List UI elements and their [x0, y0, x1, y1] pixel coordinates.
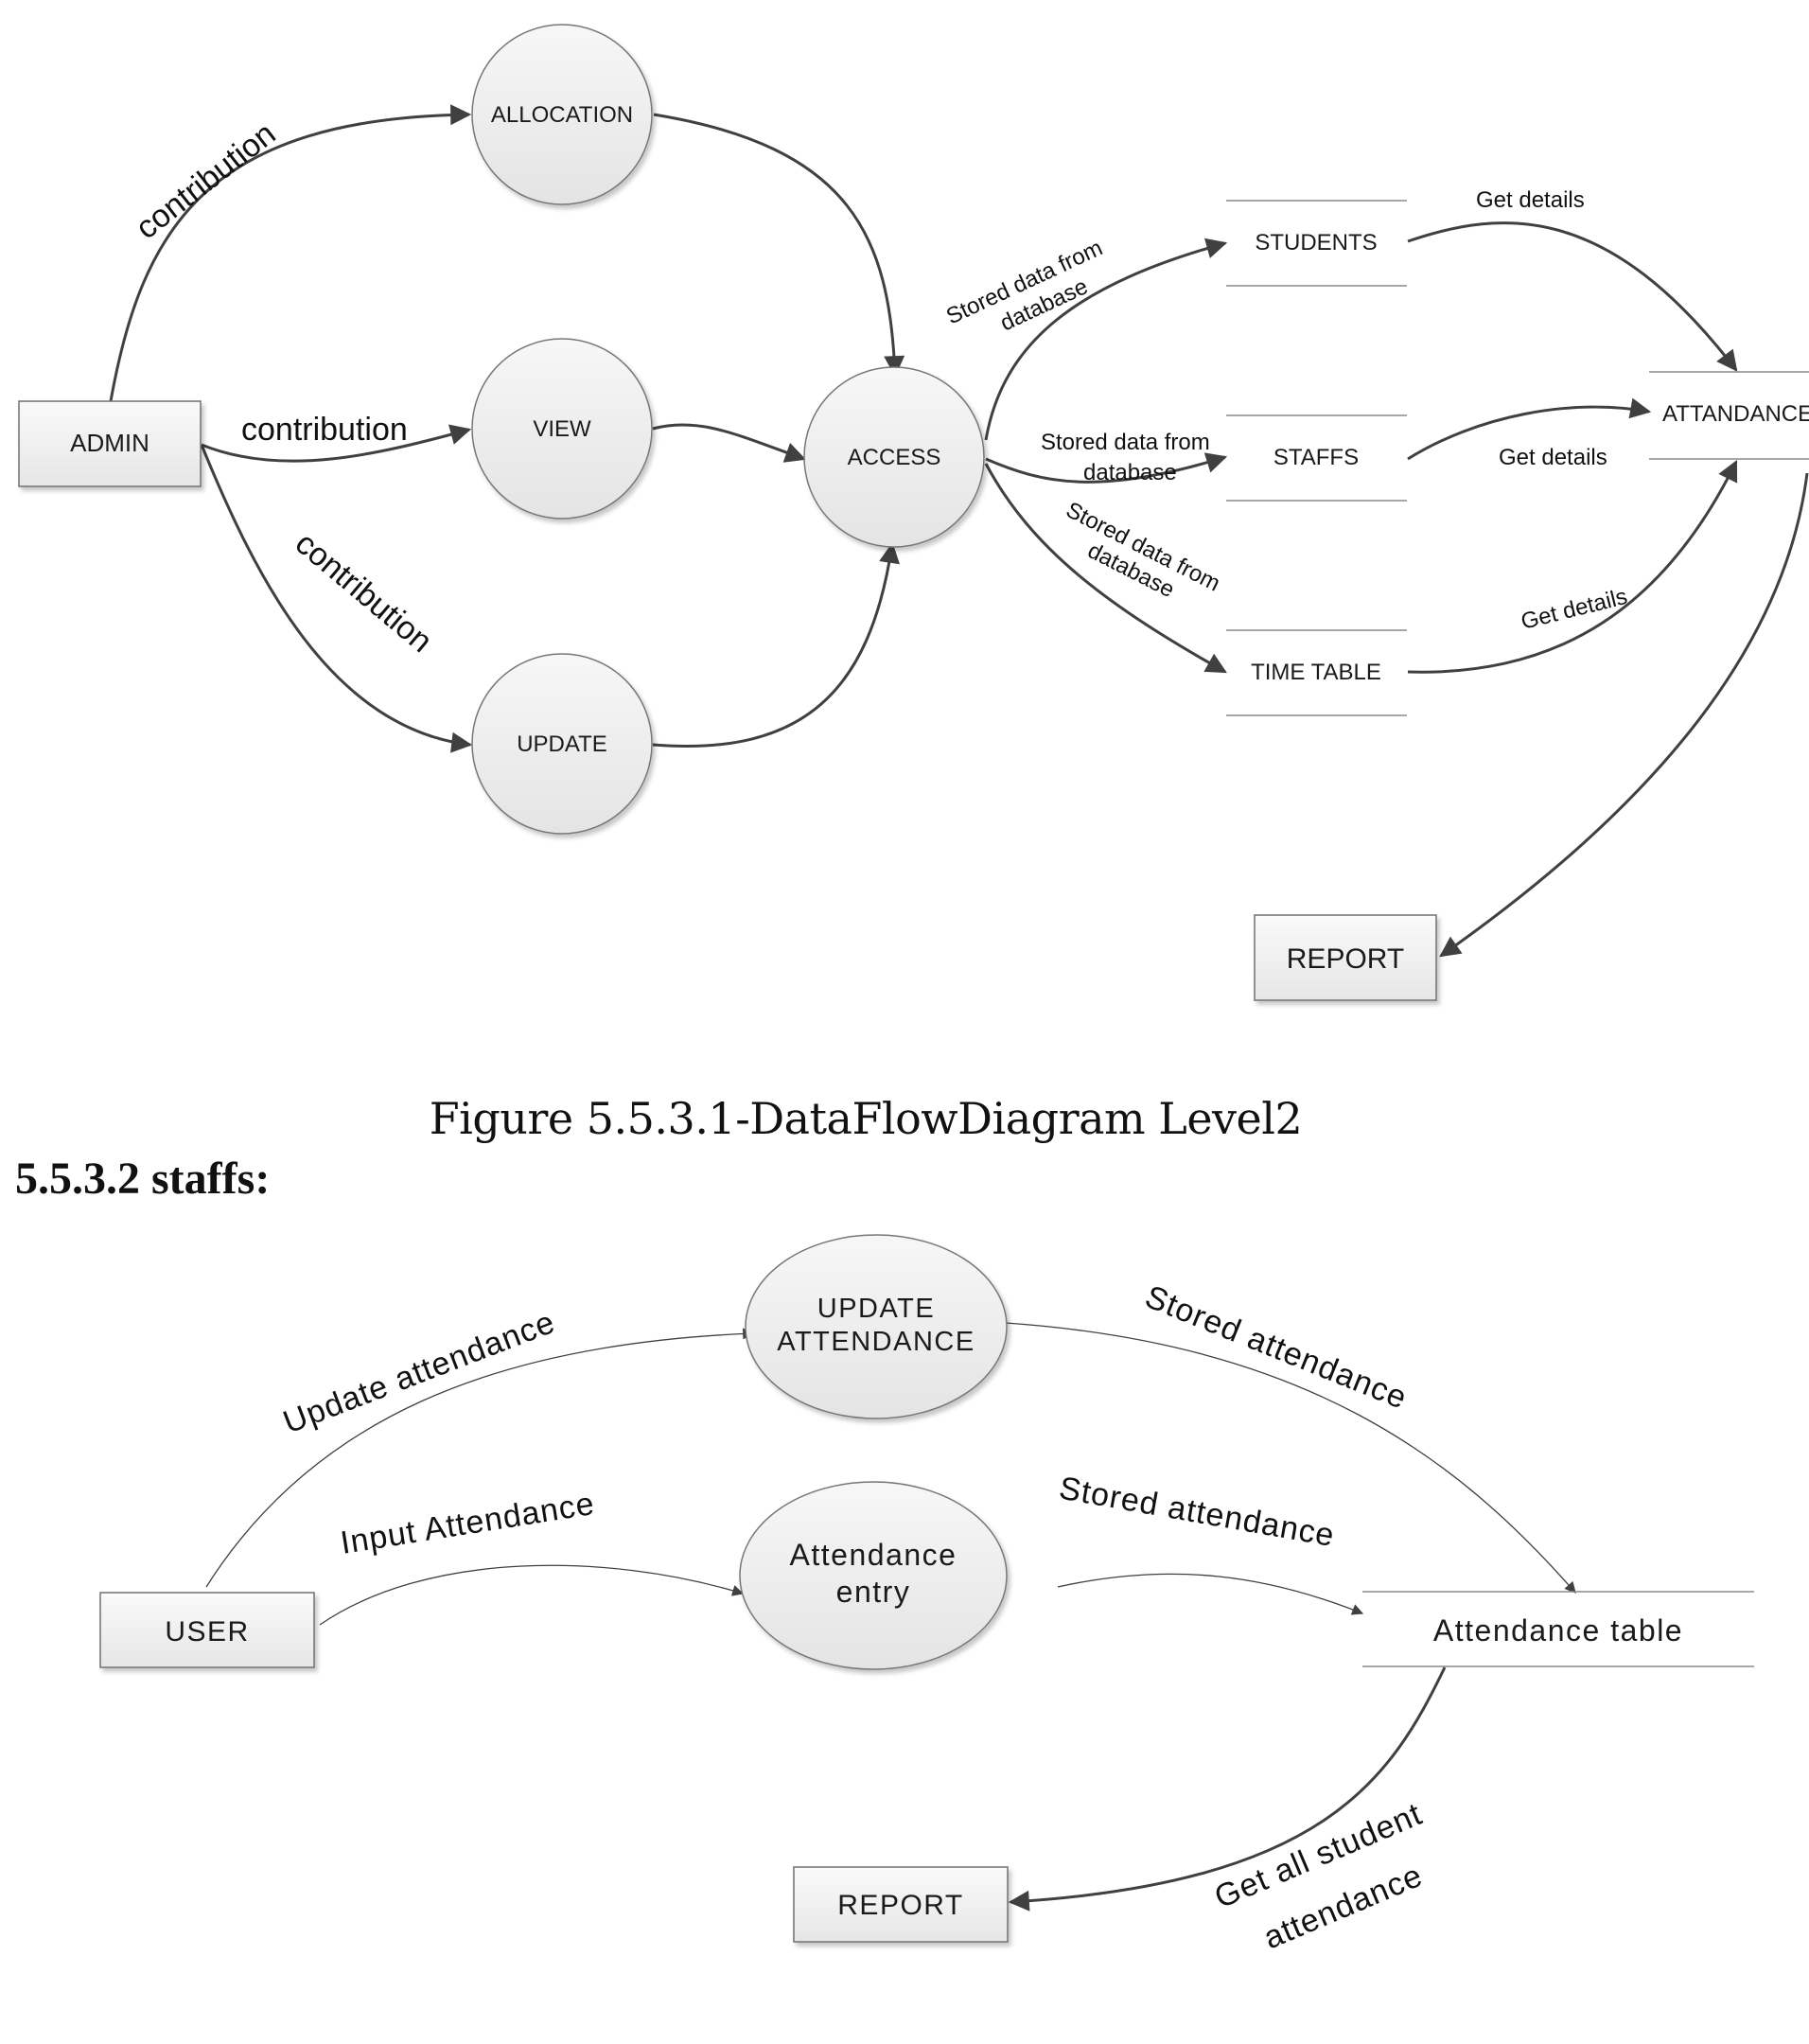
node-allocation: ALLOCATION [471, 24, 653, 205]
node-attendance-entry-line1: Attendance [790, 1538, 957, 1572]
store-staffs-label: STAFFS [1273, 445, 1359, 470]
diagram-staffs: Update attendance Input Attendance Store… [99, 1234, 1754, 1956]
store-students-label: STUDENTS [1255, 230, 1377, 256]
figure-caption: Figure 5.5.3.1-DataFlowDiagram Level2 [429, 1093, 1303, 1144]
flow-access-timetable [984, 463, 1227, 674]
node-report-2: REPORT [793, 1866, 1009, 1943]
flow-update-access [652, 541, 900, 748]
flow-admin-allocation [109, 104, 472, 402]
flow-table-report [1008, 1666, 1447, 1912]
flow-user-update-attendance [205, 1328, 755, 1588]
node-access: ACCESS [803, 366, 985, 548]
flow-staffs-attendance [1407, 397, 1652, 461]
label-staffs-attendance: Get details [1499, 445, 1607, 470]
flow-user-attendance-entry [319, 1564, 745, 1626]
flow-admin-update [200, 444, 473, 753]
store-students: STUDENTS [1226, 200, 1407, 287]
flow-entry-table [1057, 1573, 1364, 1615]
flow-access-staffs [985, 452, 1228, 484]
flow-access-students [984, 238, 1228, 441]
label-user-update: Update attendance [278, 1304, 560, 1441]
section-heading: 5.5.3.2 staffs: [15, 1154, 271, 1204]
node-view-label: VIEW [533, 416, 591, 442]
node-report: REPORT [1254, 914, 1437, 1001]
label-update-table: Stored attendance [1140, 1278, 1413, 1417]
flow-timetable-attendance [1407, 460, 1738, 674]
flow-admin-view [201, 424, 472, 463]
store-attendance-label: ATTANDANCE [1662, 401, 1809, 427]
label-students-attendance: Get details [1476, 187, 1585, 213]
node-access-label: ACCESS [848, 445, 941, 470]
label-user-entry: Input Attendance [338, 1486, 597, 1561]
node-attendance-entry-line2: entry [836, 1575, 911, 1609]
label-access-staffs-line2: database [1083, 460, 1177, 485]
node-report-label: REPORT [1287, 943, 1404, 975]
label-admin-allocation: contribution [130, 115, 283, 246]
node-update: UPDATE [471, 653, 653, 835]
flow-students-attendance [1407, 221, 1738, 372]
node-user: USER [99, 1592, 315, 1668]
store-timetable-label: TIME TABLE [1251, 660, 1381, 685]
flow-attendance-report [1439, 472, 1809, 958]
node-update-attendance-line1: UPDATE [817, 1294, 935, 1324]
flow-allocation-access [653, 113, 905, 378]
flow-update-table [1005, 1322, 1576, 1594]
diagram-level2-admin: contribution contribution contribution S… [18, 24, 1809, 1001]
store-staffs: STAFFS [1226, 414, 1407, 502]
node-report-2-label: REPORT [837, 1890, 963, 1921]
label-access-staffs-line1: Stored data from [1041, 430, 1210, 455]
label-entry-table: Stored attendance [1057, 1470, 1338, 1554]
label-admin-view: contribution [241, 412, 408, 448]
node-user-label: USER [165, 1616, 249, 1648]
node-view: VIEW [471, 338, 653, 520]
store-attendance-table-label: Attendance table [1433, 1613, 1683, 1648]
store-attendance-table: Attendance table [1362, 1591, 1754, 1667]
store-timetable: TIME TABLE [1226, 629, 1407, 716]
node-allocation-label: ALLOCATION [491, 102, 633, 128]
label-timetable-attendance: Get details [1519, 584, 1630, 635]
node-update-attendance: UPDATE ATTENDANCE [745, 1234, 1008, 1419]
node-attendance-entry: Attendance entry [739, 1481, 1008, 1670]
node-update-attendance-line2: ATTENDANCE [777, 1327, 975, 1357]
node-admin: ADMIN [18, 400, 202, 487]
label-admin-update: contribution [289, 525, 439, 660]
node-admin-label: ADMIN [70, 429, 149, 457]
flow-view-access [652, 423, 807, 463]
store-attendance: ATTANDANCE [1649, 371, 1809, 460]
node-update-label: UPDATE [517, 731, 607, 757]
